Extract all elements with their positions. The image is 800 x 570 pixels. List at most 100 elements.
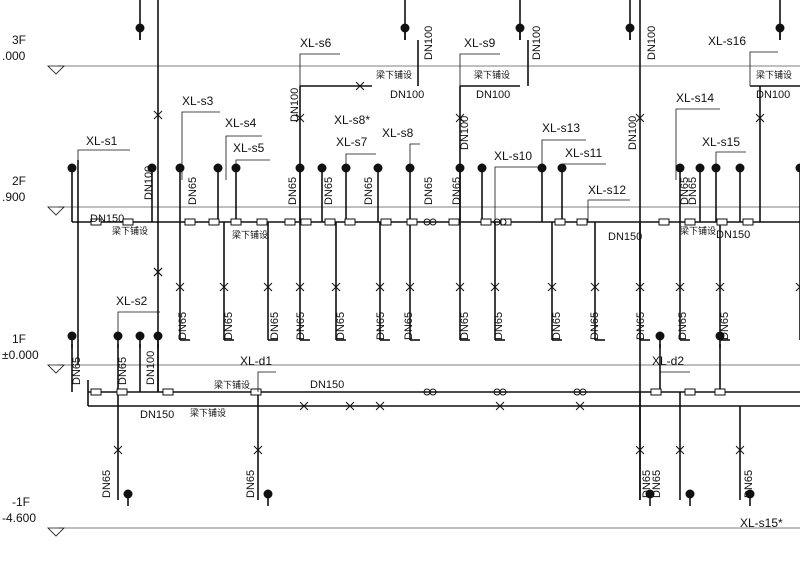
fitting-icon (716, 218, 728, 226)
pipe-size-label: DN65 (551, 312, 563, 340)
riser-label: XL-s4 (225, 116, 257, 130)
valve-x-mark (295, 282, 305, 292)
valve-x-mark (153, 267, 163, 277)
valve-x-mark (675, 282, 685, 292)
pipe-size-label: DN100 (627, 116, 639, 150)
riser-label: XL-s3 (182, 94, 214, 108)
fitting-icon (300, 218, 312, 226)
valve-ball-icon (295, 163, 305, 180)
fitting-icon (116, 388, 128, 396)
label-leader (659, 371, 690, 380)
pipe-size-label: DN65 (635, 312, 647, 340)
floor-name: 2F (12, 174, 26, 188)
riser-label: XL-s15 (702, 135, 740, 149)
valve-ball-icon (735, 163, 745, 180)
pipe-size-label: DN65 (641, 470, 653, 498)
fitting-icon (284, 218, 296, 226)
under-beam-note: 梁下铺设 (376, 69, 412, 80)
fitting-icon (658, 218, 670, 226)
fitting-icon (162, 388, 174, 396)
gate-valve-icon (493, 388, 507, 396)
label-leader (345, 153, 376, 180)
label-leader (299, 53, 340, 86)
pipe-size-label: DN65 (375, 312, 387, 340)
riser-label: XL-s10 (494, 149, 532, 163)
fitting-icon (650, 388, 662, 396)
valve-x-mark (575, 401, 585, 411)
pipe-size-label: DN100 (289, 88, 301, 122)
fitting-icon (90, 218, 102, 226)
valve-ball-icon (795, 163, 800, 180)
valve-ball-icon (477, 163, 487, 180)
floor-elevation: .000 (2, 49, 26, 63)
fitting-icon (554, 218, 566, 226)
valve-ball-icon (263, 489, 273, 506)
pipe-size-label: DN65 (743, 470, 755, 498)
pipes (71, 0, 800, 500)
valve-ball-icon (213, 163, 223, 180)
pipe-size-label: DN100 (423, 26, 435, 60)
valve-x-mark (355, 81, 365, 91)
pipe-size-label: DN65 (423, 177, 435, 205)
pipe-size-label: DN65 (363, 177, 375, 205)
valve-ball-icon (515, 23, 525, 40)
label-leader (541, 139, 586, 180)
floor-name: 3F (12, 33, 26, 47)
pipe-size-label: DN100 (143, 166, 155, 200)
valve-ball-icon (123, 489, 133, 506)
valve-x-mark (253, 445, 263, 455)
label-leader (749, 51, 778, 86)
valve-x-mark (175, 282, 185, 292)
pipe-size-label: DN100 (390, 89, 424, 101)
valve-x-mark (635, 445, 645, 455)
valve-x-mark (295, 113, 305, 123)
riser-label: XL-s5 (233, 141, 265, 155)
valve-x-mark (299, 401, 309, 411)
valve-ball-icon (67, 163, 77, 180)
valve-x-mark (263, 282, 273, 292)
labels: XL-s1XL-s2XL-s3XL-s4XL-s5XL-s6XL-s8*XL-s… (71, 26, 792, 530)
pipe-size-label: DN100 (145, 351, 157, 385)
pipe-size-label: DN150 (140, 409, 174, 421)
riser-label: XL-s1 (86, 134, 118, 148)
valve-ball-icon (373, 163, 383, 180)
valve-x-mark (635, 282, 645, 292)
valve-ball-icon (625, 23, 635, 40)
label-leader (225, 135, 262, 180)
pipe-size-label: DN150 (716, 229, 750, 241)
label-leader (77, 149, 130, 160)
pipe-size-label: DN65 (679, 177, 691, 205)
riser-label: XL-s6 (300, 36, 332, 50)
pipe-size-label: DN65 (245, 470, 257, 498)
label-leader (494, 166, 540, 222)
valve-ball-icon (175, 163, 185, 180)
elevation-marker-icon (47, 364, 65, 374)
riser-label: XL-s13 (542, 121, 580, 135)
floor-elevation: .900 (2, 190, 26, 204)
under-beam-note: 梁下铺设 (190, 407, 226, 418)
riser-label: XL-s15* (740, 516, 783, 530)
label-leader (715, 151, 746, 180)
riser-label: XL-s11 (565, 146, 602, 160)
fitting-icon (742, 218, 754, 226)
label-leader (409, 143, 420, 180)
valve-ball-icon (775, 23, 785, 40)
pipe-size-label: DN100 (459, 116, 471, 150)
valve-ball-icon (745, 489, 755, 506)
valve-x-mark (219, 282, 229, 292)
valve-x-mark (590, 282, 600, 292)
valve-x-mark (547, 282, 557, 292)
label-leader (235, 159, 270, 180)
valve-x-mark (635, 113, 645, 123)
valve-x-mark (795, 282, 800, 292)
valve-x-mark (755, 113, 765, 123)
valve-ball-icon (147, 163, 157, 180)
label-leader (181, 111, 220, 180)
elevation-marker-icon (47, 65, 65, 75)
fitting-icon (90, 388, 102, 396)
elevation-marker-icon (47, 206, 65, 216)
under-beam-note: 梁下铺设 (756, 69, 792, 80)
fitting-icon (208, 218, 220, 226)
